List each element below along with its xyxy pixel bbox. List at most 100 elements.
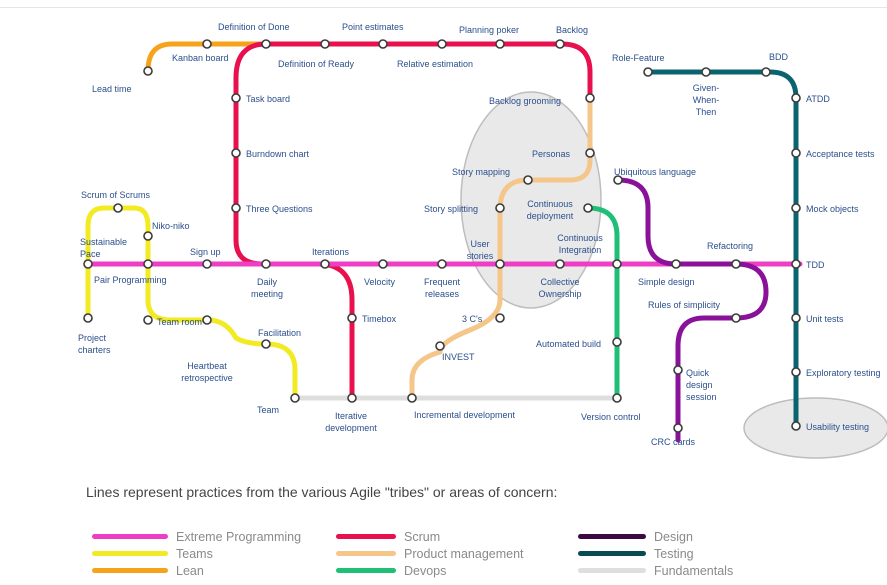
- label-story-splitting: Story splitting: [424, 204, 479, 214]
- station-burndown-chart[interactable]: [231, 148, 241, 158]
- label-simple-design: Simple design: [638, 277, 695, 287]
- station-iterations[interactable]: [320, 259, 330, 269]
- station-team-room[interactable]: [143, 315, 153, 325]
- station-backlog[interactable]: [555, 39, 565, 49]
- station-personas[interactable]: [585, 148, 595, 158]
- station-exploratory-testing[interactable]: [791, 367, 801, 377]
- legend-label-design: Design: [654, 530, 693, 544]
- station-version-control[interactable]: [612, 393, 622, 403]
- label-user-stories: User stories: [466, 239, 494, 261]
- station-kanban-board[interactable]: [202, 39, 212, 49]
- label-team-room: Team room: [157, 317, 203, 327]
- station-sign-up[interactable]: [202, 259, 212, 269]
- label-velocity: Velocity: [364, 277, 396, 287]
- legend-swatch-devops: [336, 568, 396, 574]
- station-niko-niko[interactable]: [143, 231, 153, 241]
- station-incremental-development[interactable]: [407, 393, 417, 403]
- station-quick-design-session[interactable]: [673, 365, 683, 375]
- station-invest[interactable]: [435, 341, 445, 351]
- station-daily-meeting[interactable]: [261, 259, 271, 269]
- station-bdd[interactable]: [761, 67, 771, 77]
- station-timebox[interactable]: [347, 313, 357, 323]
- station-task-board[interactable]: [231, 93, 241, 103]
- station-story-splitting[interactable]: [495, 203, 505, 213]
- legend-swatch-scrum: [336, 534, 396, 540]
- station-relative-estimation[interactable]: [437, 39, 447, 49]
- station-lead-time[interactable]: [143, 66, 153, 76]
- legend-swatch-design: [578, 534, 646, 540]
- legend-label-devops: Devops: [404, 564, 447, 578]
- station-continuous-deployment[interactable]: [583, 203, 593, 213]
- station-heartbeat-retrospective[interactable]: [202, 315, 212, 325]
- station-backlog-grooming[interactable]: [585, 93, 595, 103]
- station-rules-of-simplicity[interactable]: [731, 313, 741, 323]
- station-facilitation[interactable]: [261, 339, 271, 349]
- legend-swatch-fundamentals: [578, 568, 646, 574]
- station-usability-testing[interactable]: [791, 421, 801, 431]
- label-collective-ownership: Collective Ownership: [538, 277, 582, 299]
- legend-item-design: Design: [578, 530, 693, 544]
- station-project-charters[interactable]: [83, 313, 93, 323]
- station-role-feature[interactable]: [643, 67, 653, 77]
- station-user-stories[interactable]: [495, 259, 505, 269]
- station-collective-ownership[interactable]: [555, 259, 565, 269]
- station-scrum-of-scrums[interactable]: [113, 203, 123, 213]
- label-usability-testing: Usability testing: [806, 422, 870, 432]
- station-automated-build[interactable]: [612, 337, 622, 347]
- label-sustainable-pace: Sustainable Pace: [80, 237, 128, 259]
- station-velocity[interactable]: [378, 259, 388, 269]
- label-role-feature: Role-Feature: [612, 53, 665, 63]
- station-mock-objects[interactable]: [791, 203, 801, 213]
- label-mock-objects: Mock objects: [806, 204, 859, 214]
- label-tdd: TDD: [806, 260, 825, 270]
- label-daily-meeting: Daily meeting: [250, 277, 284, 299]
- station-tdd[interactable]: [791, 259, 801, 269]
- line-scrum: [233, 41, 593, 401]
- label-three-cs: 3 C's: [462, 314, 483, 324]
- legend-item-extreme-programming: Extreme Programming: [92, 530, 301, 544]
- label-pair-programming: Pair Programming: [94, 275, 167, 285]
- label-project-charters: Project charters: [78, 333, 111, 355]
- label-iterative-development: Iterative development: [325, 411, 377, 433]
- label-facilitation: Facilitation: [258, 328, 302, 338]
- label-three-questions: Three Questions: [246, 204, 313, 214]
- station-planning-poker[interactable]: [495, 39, 505, 49]
- label-rules-of-simplicity: Rules of simplicity: [648, 300, 721, 310]
- station-point-estimates[interactable]: [378, 39, 388, 49]
- label-niko-niko: Niko-niko: [152, 221, 190, 231]
- station-unit-tests[interactable]: [791, 313, 801, 323]
- station-three-cs[interactable]: [495, 313, 505, 323]
- station-definition-of-done[interactable]: [261, 39, 271, 49]
- label-continuous-deployment: Continuous deployment: [526, 199, 574, 221]
- station-team[interactable]: [290, 393, 300, 403]
- station-refactoring[interactable]: [731, 259, 741, 269]
- legend-label-xp: Extreme Programming: [176, 530, 302, 544]
- station-atdd[interactable]: [791, 93, 801, 103]
- station-pair-programming[interactable]: [143, 259, 153, 269]
- station-ubiquitous-language[interactable]: [613, 175, 623, 185]
- station-sustainable-pace[interactable]: [83, 259, 93, 269]
- line-design: [615, 177, 769, 443]
- label-backlog-grooming: Backlog grooming: [489, 96, 562, 106]
- station-crc-cards[interactable]: [673, 423, 683, 433]
- label-refactoring: Refactoring: [707, 241, 754, 251]
- station-definition-of-ready[interactable]: [320, 39, 330, 49]
- station-simple-design[interactable]: [671, 259, 681, 269]
- legend-label-product: Product management: [404, 547, 524, 561]
- station-acceptance-tests[interactable]: [791, 148, 801, 158]
- legend-swatch-product: [336, 551, 396, 557]
- label-burndown-chart: Burndown chart: [246, 149, 310, 159]
- station-story-mapping[interactable]: [523, 175, 533, 185]
- highlight-ellipse-usability: [743, 397, 887, 459]
- station-given-when-then[interactable]: [701, 67, 711, 77]
- station-frequent-releases[interactable]: [437, 259, 447, 269]
- label-definition-of-done: Definition of Done: [218, 22, 290, 32]
- station-continuous-integration[interactable]: [612, 259, 622, 269]
- station-iterative-development[interactable]: [347, 393, 357, 403]
- legend-swatch-teams: [92, 551, 168, 557]
- label-relative-estimation: Relative estimation: [397, 59, 474, 69]
- label-unit-tests: Unit tests: [806, 314, 844, 324]
- label-team: Team: [257, 405, 280, 415]
- station-three-questions[interactable]: [231, 203, 241, 213]
- legend-swatch-testing: [578, 551, 646, 557]
